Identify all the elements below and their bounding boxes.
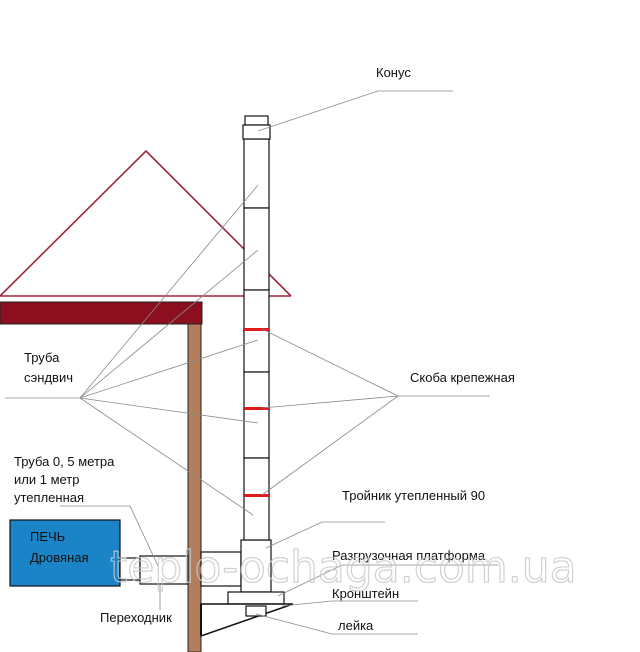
label-cone: Конус	[376, 65, 411, 80]
label-short-pipe-line1: Труба 0, 5 метра	[14, 454, 115, 469]
leader-cone	[257, 90, 453, 132]
leader-sandwich-4	[79, 397, 259, 424]
watermark: teplo-ochaga.com.ua	[110, 542, 577, 593]
leader-clamp-2	[261, 395, 399, 409]
label-unload-platform: Разгрузочная платформа	[332, 548, 486, 563]
unload-platform	[227, 591, 285, 605]
label-adapter: Переходник	[100, 610, 172, 625]
chimney-section-2	[243, 207, 270, 291]
leader-drip	[255, 613, 418, 635]
chimney-sections	[243, 138, 270, 541]
cone-cap-top	[244, 115, 269, 126]
label-stove-line2: Дровяная	[30, 550, 89, 565]
leader-lines	[5, 90, 498, 635]
mount-clamp-3	[243, 494, 270, 497]
label-short-pipe-line3: утепленная	[14, 490, 84, 505]
leader-tee	[265, 521, 385, 549]
adapter-pipe	[139, 555, 189, 585]
roof-outline	[0, 149, 292, 297]
label-sandwich-line1: Труба	[24, 350, 60, 365]
ceiling-beam	[0, 301, 203, 325]
cone-cap	[242, 124, 271, 140]
leader-sandwich-5	[79, 397, 254, 516]
label-drip: лейка	[338, 618, 374, 633]
label-tee: Тройник утепленный 90	[342, 488, 485, 503]
label-sandwich-line2: сэндвич	[24, 370, 73, 385]
label-mount-clamp: Скоба крепежная	[410, 370, 515, 385]
horizontal-pipe-outside	[200, 551, 242, 587]
leader-sandwich-1	[79, 184, 259, 399]
wall	[187, 323, 202, 652]
leader-bracket	[281, 600, 418, 607]
label-short-pipe-line2: или 1 метр	[14, 472, 79, 487]
leader-clamp-1	[261, 328, 399, 397]
chimney-section-5	[243, 457, 270, 541]
leader-short-pipe	[60, 505, 159, 567]
leader-sandwich-3	[79, 339, 259, 399]
leader-sandwich-2	[79, 249, 259, 399]
mount-clamp-1	[243, 328, 270, 331]
label-stove-line1: ПЕЧЬ	[30, 529, 65, 544]
leader-platform	[277, 564, 498, 597]
stove	[9, 519, 121, 587]
drip-funnel	[245, 605, 267, 617]
mount-clamp-2	[243, 407, 270, 410]
label-bracket: Кронштейн	[332, 586, 399, 601]
chimney-section-4	[243, 371, 270, 459]
leader-clamp-3	[261, 395, 399, 496]
